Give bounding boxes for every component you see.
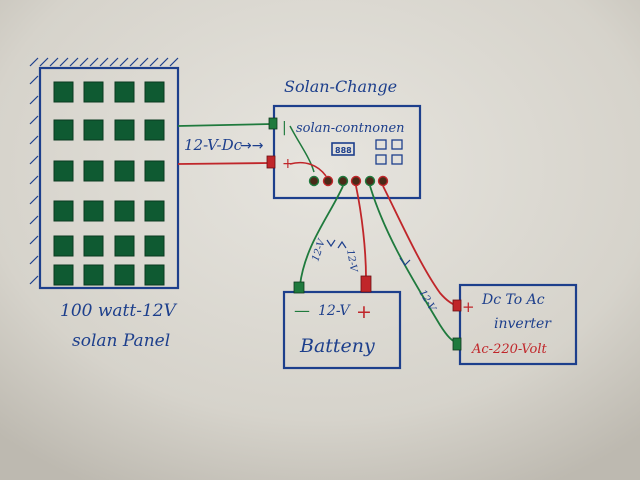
panel-output-wires [177,123,273,165]
panel-hatching [29,57,179,285]
battery-positive-terminal [360,275,372,293]
controller-internal-green-wire [289,125,315,173]
solar-cell [144,119,165,141]
terminal-1 [308,175,320,187]
solar-cell [114,81,135,103]
solar-cell [83,264,104,286]
solar-cell [144,160,165,182]
solar-cell [144,81,165,103]
solar-cell [53,235,74,257]
solar-cell [144,235,165,257]
battery-label: Batteny [299,335,375,357]
solar-cell [53,200,74,222]
battery-plus-sign: + [356,301,372,323]
controller-button-2 [391,139,403,150]
solar-cell [53,264,74,286]
terminal-6 [377,175,389,187]
battery-box [282,290,402,370]
panel-green-wire [177,123,273,127]
controller-button-4 [391,154,403,165]
controller-buttons [375,139,403,165]
battery-green-wire [299,185,344,286]
inverter: + Dc To Ac inverter Ac-220-Volt [452,283,578,366]
terminal-4 [350,175,362,187]
terminal-5 [364,175,376,187]
controller-green-terminal [268,117,278,130]
controller-display-text: 888 [335,146,352,155]
controller-internal-red-wire [289,161,327,177]
battery: — 12-V + Batteny [282,275,402,370]
output-arrow-icon: →→ [240,138,264,154]
inverter-line1: Dc To Ac [481,292,545,308]
solar-cell [83,235,104,257]
controller-minus-mark: | [282,120,287,136]
controller-title: Solan-Change [284,77,397,96]
controller-red-terminal [266,155,276,169]
solar-cell [53,119,74,141]
inverter-box [458,283,578,366]
inverter-down-arrow-icon [399,257,411,266]
solar-cell [53,81,74,103]
inverter-red-terminal [452,299,462,312]
inverter-line3: Ac-220-Volt [471,342,548,357]
inverter-green-wire [369,185,461,345]
up-arrow-icon [337,240,347,249]
terminal-2 [322,175,334,187]
controller-inner-label: solan-contnonen [296,121,405,136]
panel-output-label: 12-V-Dc [184,136,243,154]
controller-display [331,142,355,156]
solar-cell [114,119,135,141]
battery-voltage: 12-V [318,303,352,319]
panel-frame [38,66,180,290]
battery-wire-arrows [326,239,347,249]
panel-caption-line1: 100 watt-12V [60,301,178,321]
solar-cell [83,200,104,222]
solar-cell [114,264,135,286]
controller-box [272,104,422,200]
down-arrow-icon [326,239,336,248]
battery-minus-sign: — [294,301,310,320]
battery-red-wire-label: 12-V [344,249,359,275]
solar-panel: 100 watt-12V solan Panel [29,57,180,351]
solar-cell [83,119,104,141]
controller-terminal-row [308,175,389,187]
solar-cell [144,264,165,286]
solar-cell [83,160,104,182]
solar-cell [114,235,135,257]
terminal-3 [337,175,349,187]
panel-cells [53,81,165,286]
controller-button-3 [375,154,387,165]
solar-cell [53,160,74,182]
inverter-line2: inverter [494,316,552,332]
controller-button-1 [375,139,387,150]
controller-plus-mark: + [282,156,294,172]
inverter-plus-sign: + [462,298,475,316]
battery-negative-terminal [293,281,305,294]
inverter-red-wire [382,185,460,307]
solar-cell [114,160,135,182]
solar-cell [144,200,165,222]
solar-cell [83,81,104,103]
battery-red-wire [355,185,367,279]
charge-controller: Solan-Change | + solan-contnonen 888 [266,77,422,200]
inverter-green-terminal [452,337,462,351]
panel-red-wire [177,162,271,165]
solar-cell [114,200,135,222]
panel-caption-line2: solan Panel [72,331,170,351]
